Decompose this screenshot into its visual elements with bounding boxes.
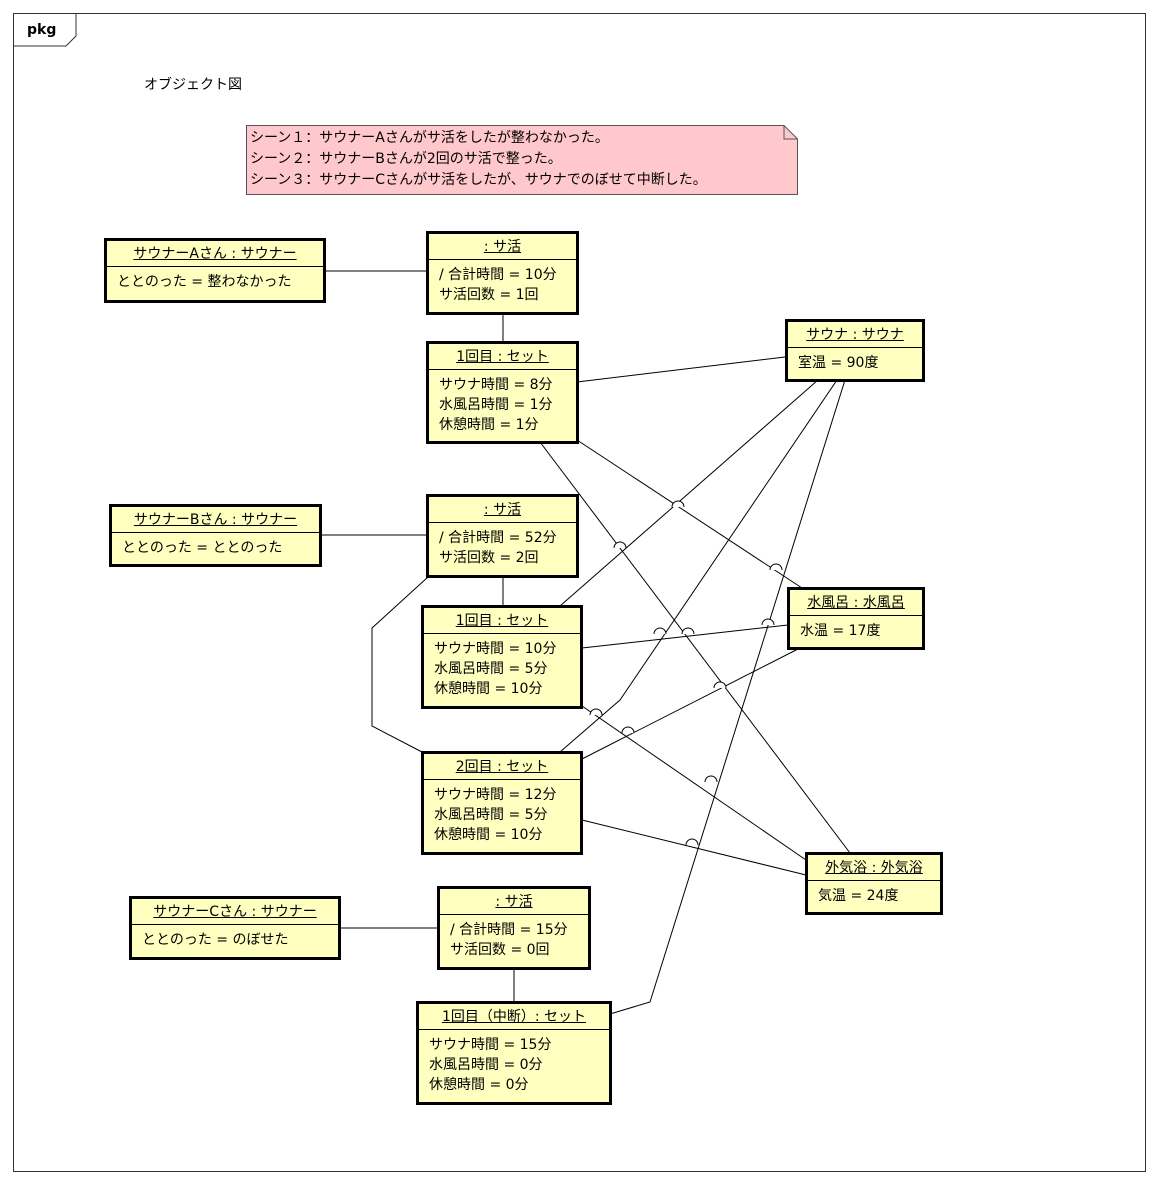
object-title: サウナーAさん : サウナー: [133, 246, 297, 262]
link-setB2-sauna: [559, 379, 838, 753]
attr: 室温 = 90度: [798, 355, 879, 371]
note-line-1: シーン１：サウナーAさんがサ活をしたが整わなかった。: [250, 130, 609, 146]
object-title: 2回目 : セット: [455, 759, 549, 775]
package-frame: [13, 13, 1146, 1172]
object-title: 1回目 : セット: [456, 349, 549, 365]
attr: / 合計時間 = 10分: [439, 267, 557, 283]
attr: サ活回数 = 2回: [439, 550, 539, 566]
note-shape: [246, 125, 798, 195]
note-line-3: シーン３：サウナーCさんがサ活をしたが、サウナでのぼせて中断した。: [250, 172, 707, 188]
attr: 休憩時間 = 1分: [439, 417, 539, 433]
link-setB2-gaikiyoku: [581, 819, 807, 876]
attr: サウナ時間 = 12分: [434, 787, 557, 803]
attr: 休憩時間 = 10分: [434, 681, 543, 697]
attr: ととのった = 整わなかった: [117, 274, 292, 290]
attr: 水温 = 17度: [800, 623, 881, 639]
object-mizuburo[interactable]: 水風呂 : 水風呂 水温 = 17度: [787, 587, 925, 650]
link-setB2-mizuburo: [579, 647, 801, 761]
attr: 水風呂時間 = 5分: [434, 807, 548, 823]
attr: ととのった = のぼせた: [142, 932, 289, 948]
object-set-c1[interactable]: 1回目（中断）: セット サウナ時間 = 15分 水風呂時間 = 0分 休憩時間…: [416, 1001, 612, 1105]
attr: 気温 = 24度: [818, 888, 899, 904]
link-setA1-mizuburo: [576, 439, 806, 591]
object-sauna-b[interactable]: サウナーBさん : サウナー ととのった = ととのった: [109, 504, 322, 567]
attr: ととのった = ととのった: [122, 540, 283, 556]
object-title: : サ活: [495, 894, 533, 910]
link-setA1-gaikiyoku: [539, 441, 851, 854]
link-setB1-gaikiyoku: [581, 705, 807, 861]
object-title: サウナ : サウナ: [806, 327, 904, 343]
object-set-a1[interactable]: 1回目 : セット サウナ時間 = 8分 水風呂時間 = 1分 休憩時間 = 1…: [426, 341, 579, 444]
object-title: 1回目（中断）: セット: [441, 1009, 587, 1025]
object-gaikiyoku[interactable]: 外気浴 : 外気浴 気温 = 24度: [805, 852, 943, 915]
attr: サウナ時間 = 10分: [434, 641, 557, 657]
crossing-hops: [589, 500, 783, 846]
object-katsu-c[interactable]: : サ活 / 合計時間 = 15分 サ活回数 = 0回: [437, 886, 591, 970]
link-setB1-mizuburo: [581, 624, 789, 649]
link-katsuB-setB2: [371, 576, 429, 753]
object-title: 外気浴 : 外気浴: [825, 860, 923, 876]
object-title: サウナーBさん : サウナー: [133, 512, 298, 528]
attr: 水風呂時間 = 5分: [434, 661, 548, 677]
object-title: : サ活: [483, 502, 522, 518]
object-sauna[interactable]: サウナ : サウナ 室温 = 90度: [785, 319, 925, 382]
object-katsu-a[interactable]: : サ活 / 合計時間 = 10分 サ活回数 = 1回: [426, 231, 579, 315]
link-setC1-sauna: [609, 379, 846, 1015]
object-sauna-a[interactable]: サウナーAさん : サウナー ととのった = 整わなかった: [104, 238, 326, 303]
attr: サ活回数 = 0回: [450, 942, 550, 958]
scene-note: シーン１：サウナーAさんがサ活をしたが整わなかった。 シーン２：サウナーBさんが…: [250, 128, 707, 191]
object-katsu-b[interactable]: : サ活 / 合計時間 = 52分 サ活回数 = 2回: [426, 494, 579, 578]
object-title: サウナーCさん : サウナー: [153, 904, 317, 920]
object-title: : サ活: [483, 239, 522, 255]
attr: サウナ時間 = 8分: [439, 377, 553, 393]
link-setA1-sauna: [576, 356, 786, 383]
object-title: 水風呂 : 水風呂: [807, 595, 905, 611]
package-tab: [13, 13, 77, 47]
attr: / 合計時間 = 15分: [450, 922, 568, 938]
attr: 休憩時間 = 0分: [429, 1077, 529, 1093]
object-title: 1回目 : セット: [455, 613, 549, 629]
attr: サウナ時間 = 15分: [429, 1037, 552, 1053]
note-line-2: シーン２：サウナーBさんが2回のサ活で整った。: [250, 151, 562, 167]
diagram-title: オブジェクト図: [144, 77, 242, 93]
object-sauna-c[interactable]: サウナーCさん : サウナー ととのった = のぼせた: [129, 896, 341, 960]
object-set-b1[interactable]: 1回目 : セット サウナ時間 = 10分 水風呂時間 = 5分 休憩時間 = …: [421, 605, 583, 709]
attr: 水風呂時間 = 1分: [439, 397, 553, 413]
attr: 休憩時間 = 10分: [434, 827, 543, 843]
attr: 水風呂時間 = 0分: [429, 1057, 543, 1073]
link-setB1-sauna: [559, 379, 819, 607]
package-label: pkg: [27, 22, 57, 38]
object-set-b2[interactable]: 2回目 : セット サウナ時間 = 12分 水風呂時間 = 5分 休憩時間 = …: [421, 751, 583, 855]
attr: サ活回数 = 1回: [439, 287, 539, 303]
attr: / 合計時間 = 52分: [439, 530, 557, 546]
